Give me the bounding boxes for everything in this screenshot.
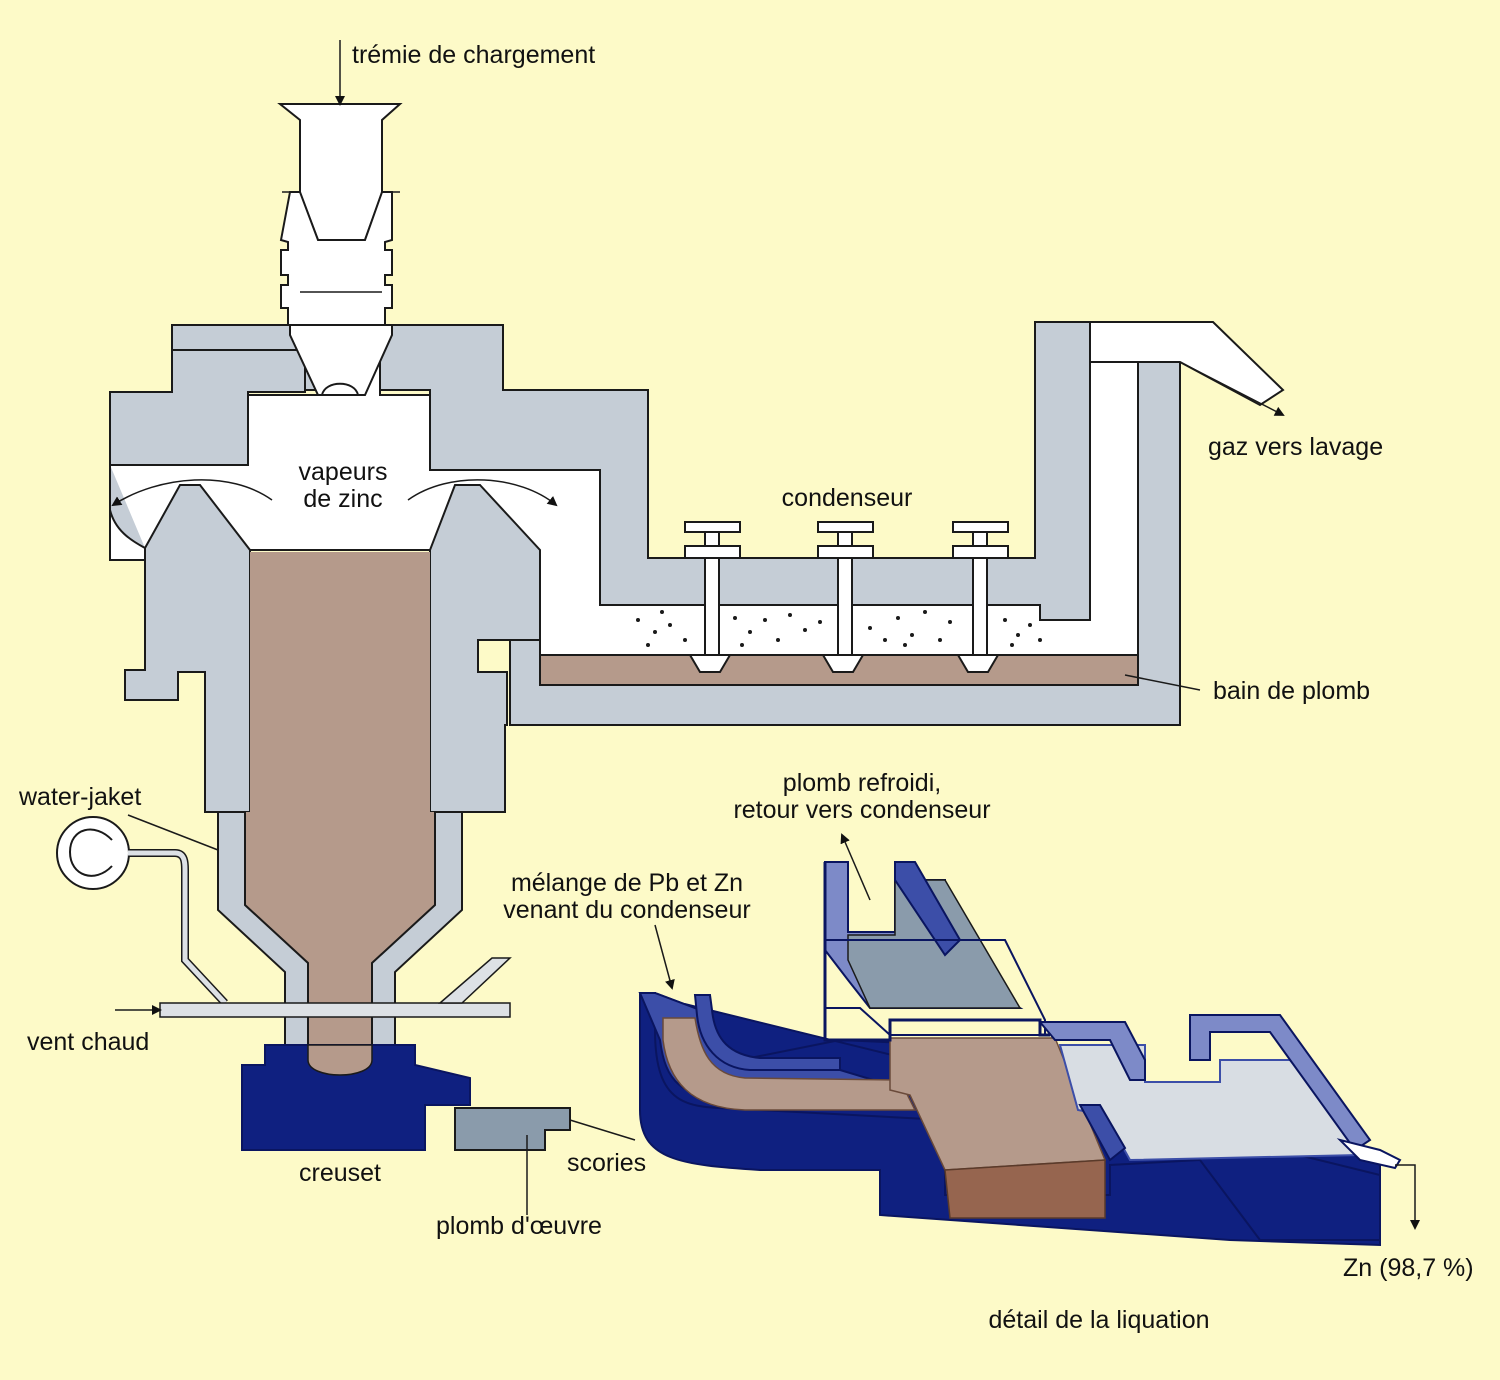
rotor-2: [817, 521, 874, 673]
label-condenseur: condenseur: [782, 484, 913, 512]
label-tremie: trémie de chargement: [352, 41, 595, 69]
label-melange-1: mélange de Pb et Zn: [511, 869, 743, 897]
label-zn: Zn (98,7 %): [1343, 1254, 1474, 1282]
rotor-1: [684, 521, 741, 673]
charge-column: [245, 552, 435, 1064]
rotor-3: [952, 521, 1009, 673]
hopper-bell: [289, 324, 393, 396]
label-vapeurs-2: de zinc: [303, 485, 382, 513]
label-vent-chaud: vent chaud: [27, 1028, 149, 1056]
label-detail: détail de la liquation: [989, 1306, 1210, 1334]
scories-leader: [569, 1119, 636, 1141]
label-gaz: gaz vers lavage: [1208, 433, 1383, 461]
label-creuset: creuset: [299, 1159, 381, 1187]
inlet-arrow: [654, 924, 675, 990]
crucible: [241, 1044, 471, 1151]
label-vapeurs-1: vapeurs: [299, 458, 388, 486]
vapour-arrow-left: [111, 479, 273, 507]
label-bain: bain de plomb: [1213, 677, 1370, 705]
crucible-area: [241, 1044, 636, 1215]
lead-splash-dots: [636, 610, 1042, 647]
return-arrow: [840, 833, 871, 901]
label-melange-2: venant du condenseur: [503, 896, 750, 924]
label-scories: scories: [567, 1149, 646, 1177]
label-plomb-refroidi-1: plomb refroidi,: [783, 769, 941, 797]
condenser: [539, 521, 1139, 686]
vapour-arrow-right: [407, 479, 558, 507]
label-water-jaket: water-jaket: [18, 783, 141, 811]
slag-tap: [454, 1107, 571, 1151]
bain-leader: [1124, 674, 1201, 691]
water-jaket-leader: [127, 814, 219, 851]
zn-outlet-arrow: [1395, 1164, 1420, 1230]
bell-valve: [320, 382, 360, 396]
air-supply: [56, 814, 512, 1018]
label-plomb-refroidi-2: retour vers condenseur: [733, 796, 990, 824]
label-plomb-oeuvre: plomb d'œuvre: [436, 1212, 602, 1240]
gas-outlet-duct: [1089, 321, 1285, 407]
shaft-furnace: [109, 103, 1285, 1064]
liquation-detail: [638, 833, 1420, 1247]
pressure-gauge: [56, 816, 130, 890]
